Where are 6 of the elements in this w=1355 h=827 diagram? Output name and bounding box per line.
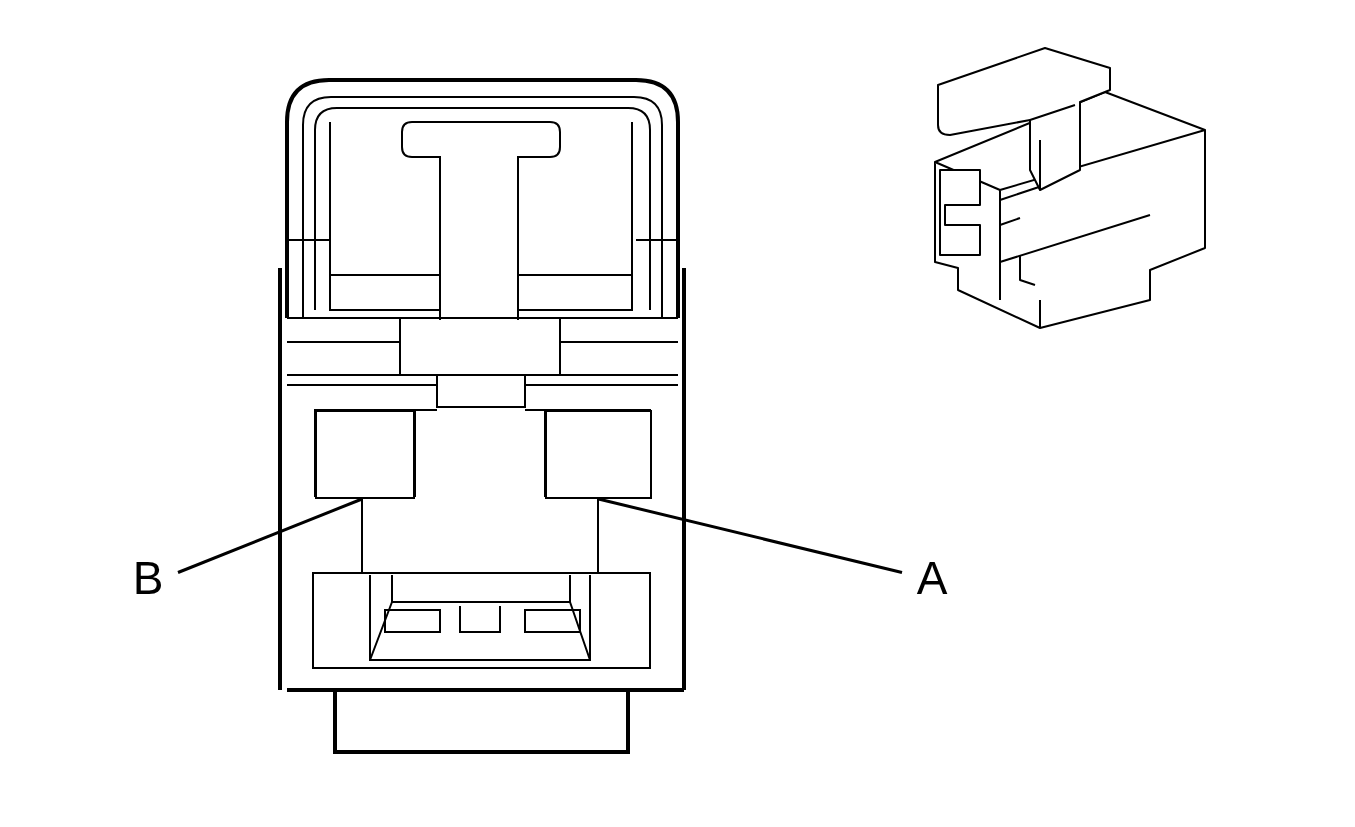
leader-line: [598, 497, 903, 574]
pin-label: A: [902, 555, 962, 605]
terminal-cavity: [315, 410, 415, 499]
terminal-cavity: [545, 410, 652, 499]
leader-line: [177, 497, 363, 574]
pin-label: B: [118, 555, 178, 605]
